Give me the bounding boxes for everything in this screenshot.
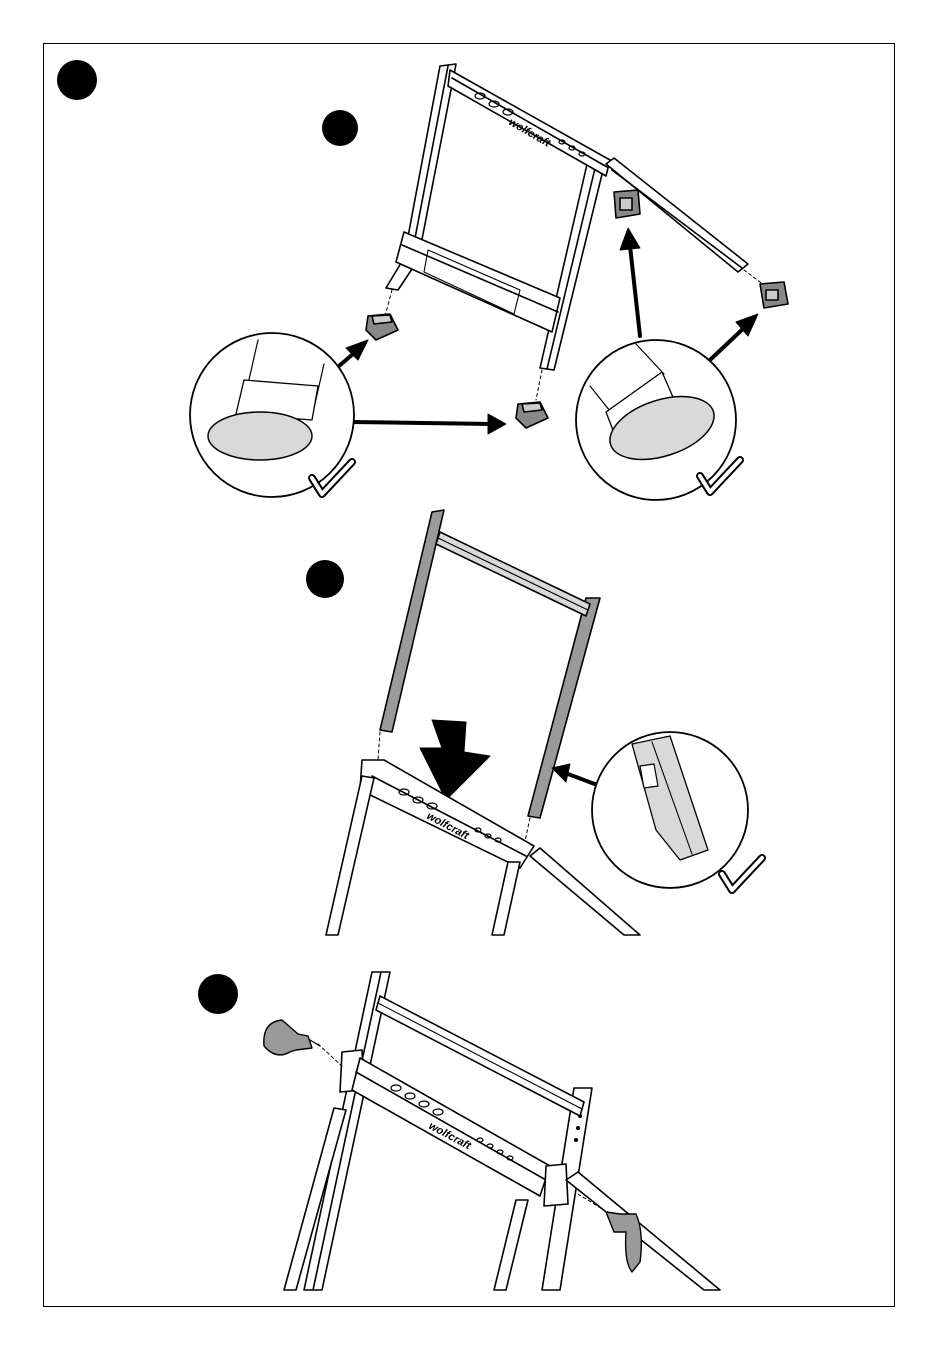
foot-cap-icon [614,190,640,218]
foot-cap-icon [516,402,548,428]
foot-cap-icon [760,282,788,308]
knobs-illustration: wolfcraft [264,972,720,1290]
magnify-circle-icon [592,732,748,888]
foot-cap-icon [366,314,398,340]
frame-with-feet-illustration: wolfcraft [190,64,788,500]
extension-frame-illustration: wolfcraft [326,510,762,935]
magnify-circle-icon [190,333,354,497]
arrow-icon [710,314,758,360]
knob-icon [264,1020,320,1055]
arrow-icon [620,228,640,336]
arrow-icon [552,764,600,786]
knob-icon [606,1212,641,1272]
magnify-circle-icon [576,340,736,500]
arrow-icon [352,414,506,434]
